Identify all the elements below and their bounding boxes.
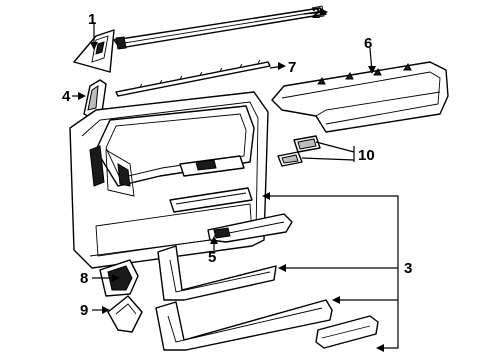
- part-3-lower-trims: [155, 245, 379, 351]
- callout-5: 5: [208, 249, 216, 266]
- part-6-upper-trim-panel: [271, 61, 449, 133]
- callout-8: 8: [80, 270, 88, 287]
- part-5-armrest-pad: [207, 213, 293, 243]
- callout-7: 7: [288, 59, 296, 76]
- callout-2: 2: [312, 5, 320, 22]
- part-1-corner-trim: [73, 29, 115, 73]
- part-9-cover-plate: [107, 295, 143, 333]
- callout-9: 9: [80, 302, 88, 319]
- callout-3: 3: [404, 260, 412, 277]
- callout-6: 6: [364, 35, 372, 52]
- callout-4: 4: [62, 88, 71, 105]
- arrowheads: [78, 8, 384, 352]
- part-10-switch-bezels: [277, 135, 321, 167]
- callout-10: 10: [358, 147, 375, 164]
- part-2-belt-weatherstrip: [113, 5, 327, 50]
- callout-1: 1: [88, 11, 96, 28]
- part-7-belt-molding: [115, 59, 271, 97]
- main-door-panel: [69, 91, 269, 269]
